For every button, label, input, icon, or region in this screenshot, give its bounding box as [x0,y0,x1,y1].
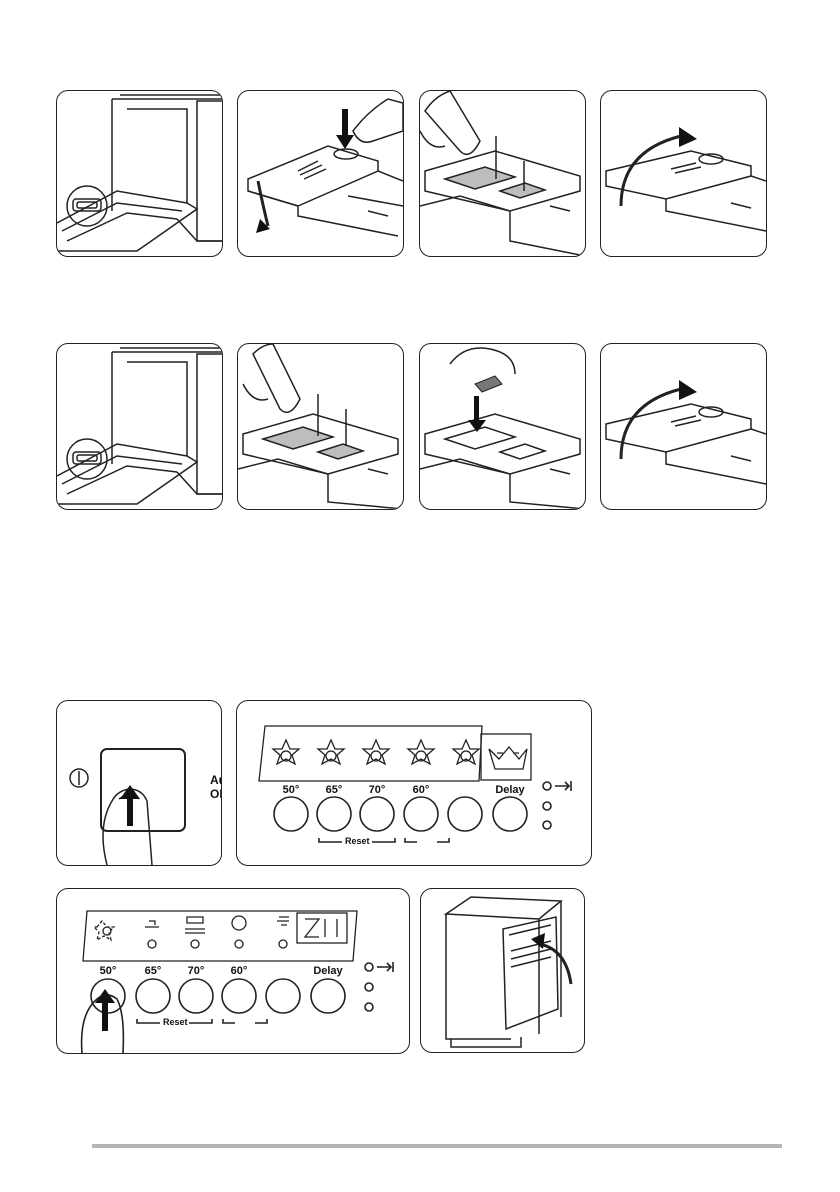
door-open-illustration [57,91,222,256]
press-lid-illustration [238,91,403,256]
close-lid-illustration [601,91,766,256]
pour-detergent-illustration-2 [238,344,403,509]
reset-label-press: Reset [163,1017,188,1027]
reset-label: Reset [345,836,370,846]
figure-insert-tablet [419,343,586,510]
figure-close-door [420,888,585,1053]
pour-detergent-illustration [420,91,585,256]
button-label-50-press: 50° [86,965,130,977]
button-label-50: 50° [269,784,313,796]
button-label-70-press: 70° [174,965,218,977]
button-label-70: 70° [355,784,399,796]
auto-off-label: Auto OFF [210,773,222,801]
figure-control-panel: 50° 65° 70° 60° Delay Reset [236,700,592,866]
figure-open-dispenser-lid [237,90,404,257]
close-lid-illustration-2 [601,344,766,509]
figure-close-dispenser-lid [600,90,767,257]
figure-door-open-1 [56,90,223,257]
insert-tablet-illustration [420,344,585,509]
figure-select-program: 50° 65° 70° 60° Delay Reset [56,888,410,1054]
button-label-65-press: 65° [131,965,175,977]
button-label-delay-press: Delay [306,965,350,977]
power-button-illustration [57,701,221,865]
figure-power-button: Auto OFF [56,700,222,866]
figure-close-lid-2 [600,343,767,510]
control-panel-illustration [237,701,591,865]
button-label-60: 60° [399,784,443,796]
footer-rule [92,1144,782,1148]
figure-pour-detergent-2 [237,343,404,510]
button-label-delay: Delay [488,784,532,796]
door-open-illustration-2 [57,344,222,509]
figure-door-open-2 [56,343,223,510]
button-label-60-press: 60° [217,965,261,977]
button-label-65: 65° [312,784,356,796]
dishwasher-close-door-illustration [421,889,584,1052]
figure-pour-detergent [419,90,586,257]
